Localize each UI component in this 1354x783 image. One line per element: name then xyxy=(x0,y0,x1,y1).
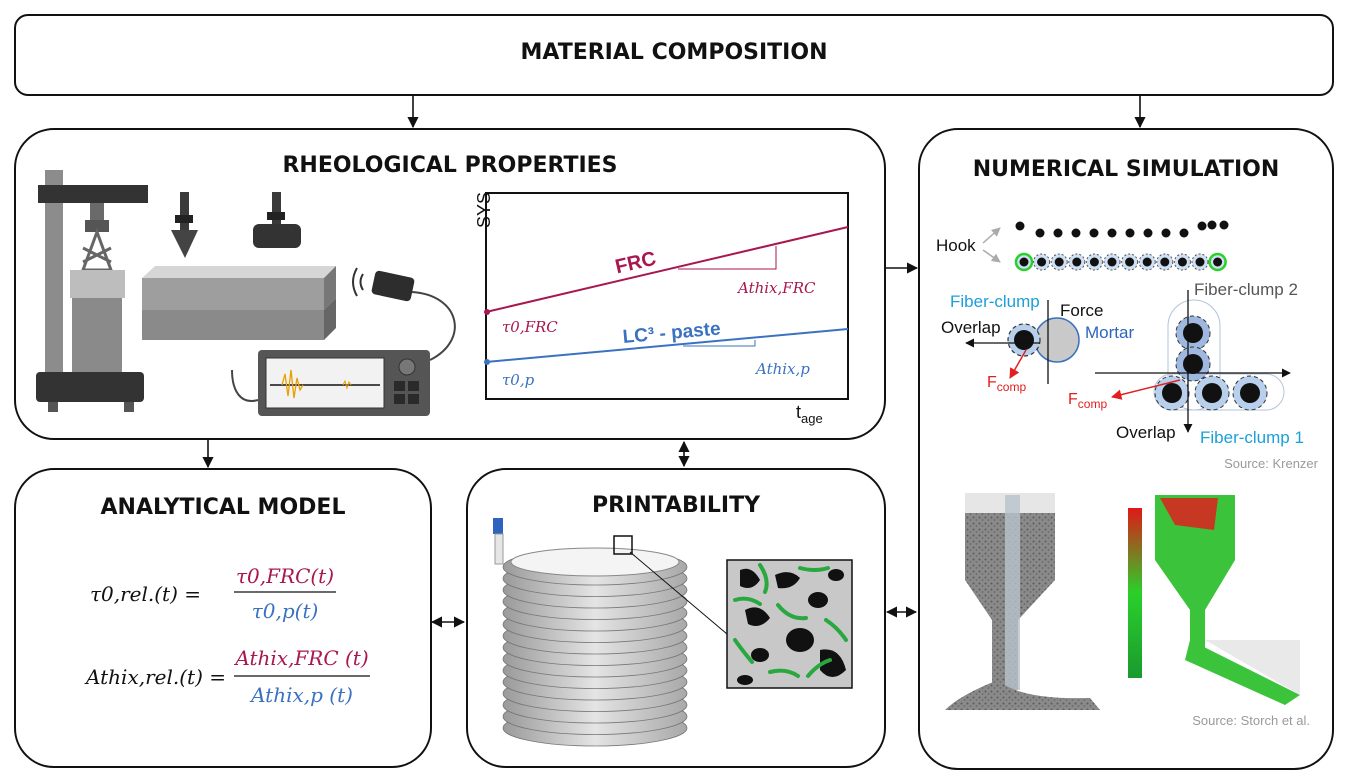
silo-colormap-render xyxy=(1128,495,1300,705)
eq2-numerator: Athix,FRC (t) xyxy=(233,646,368,670)
overlap-label-left: Overlap xyxy=(941,318,1001,337)
fiber-node xyxy=(1142,257,1152,267)
sys-chart-frame xyxy=(485,192,849,400)
fiber-node xyxy=(1072,257,1082,267)
simulation-labels: Hook Fiber-clump Force Mortar Overlap Fc… xyxy=(936,236,1319,728)
fiber-node xyxy=(1160,257,1170,267)
eq2-denominator: Athix,p (t) xyxy=(249,683,353,707)
probe-icons xyxy=(171,192,301,258)
material-composition-box xyxy=(14,14,1334,96)
eq2-lhs: Athix,rel.(t) = xyxy=(84,665,226,689)
fiber-node xyxy=(1054,257,1064,267)
analytical-model-box xyxy=(14,468,432,768)
fiber-node xyxy=(1035,228,1045,238)
force-label: Force xyxy=(1060,301,1103,320)
fiber-clump-contact-right xyxy=(1095,290,1291,433)
source-storch: Source: Storch et al. xyxy=(1192,713,1310,728)
f-comp-label-left: Fcomp xyxy=(987,374,1026,394)
hook-fiber-diagram xyxy=(1014,220,1229,272)
cross-section-detail xyxy=(726,559,853,689)
fiber-node xyxy=(1213,257,1223,267)
mortar-particle xyxy=(1034,317,1080,363)
eq1-lhs: τ0,rel.(t) = xyxy=(90,582,201,606)
analytical-model-title: ANALYTICAL MODEL xyxy=(100,495,346,520)
fiber-clump-label: Fiber-clump xyxy=(950,292,1040,311)
analytical-equations: τ0,rel.(t) = τ0,FRC(t) τ0,p(t) Athix,rel… xyxy=(84,564,370,707)
connector-arrows xyxy=(202,96,1146,628)
fiber-node xyxy=(1177,257,1187,267)
fiber-node xyxy=(1089,257,1099,267)
zoom-line xyxy=(629,551,728,635)
frc-tau-label: τ0,FRC xyxy=(502,318,558,336)
fiber-node xyxy=(1179,228,1189,238)
fiber-node xyxy=(1219,220,1229,230)
sys-x-label: tage xyxy=(796,402,823,426)
fiber-node xyxy=(1107,257,1117,267)
fiber-node xyxy=(1125,257,1135,267)
fiber-node xyxy=(1195,257,1205,267)
f-comp-label-right: Fcomp xyxy=(1068,391,1107,411)
fiber-node xyxy=(1037,257,1047,267)
cylinder-top-inner xyxy=(510,547,680,577)
frc-start-point xyxy=(484,309,490,315)
hook-label: Hook xyxy=(936,236,976,255)
sys-chart-labels: SYS tage FRC LC³ - paste τ0,FRC τ0,p Ath… xyxy=(474,192,823,426)
sys-chart xyxy=(484,192,849,400)
zoom-selection-box xyxy=(613,535,633,555)
overlap-label-right: Overlap xyxy=(1116,423,1176,442)
fiber-clump-1-label: Fiber-clump 1 xyxy=(1200,428,1304,447)
printability-title: PRINTABILITY xyxy=(591,493,761,518)
eq1-denominator: τ0,p(t) xyxy=(252,599,319,623)
silo-simulation-render xyxy=(945,493,1100,710)
mortar-label: Mortar xyxy=(1085,323,1134,342)
fiber-node xyxy=(1143,228,1153,238)
ultrasonic-device xyxy=(231,267,456,416)
test-block xyxy=(142,266,336,340)
printed-cylinder xyxy=(493,518,688,747)
sys-y-label: SYS xyxy=(474,192,494,228)
fiber-node xyxy=(1071,228,1081,238)
fiber-node xyxy=(1107,228,1117,238)
nozzle xyxy=(493,518,503,534)
fiber-node xyxy=(1197,221,1207,231)
hook-arrow-up xyxy=(982,227,1001,244)
eq1-numerator: τ0,FRC(t) xyxy=(236,564,334,588)
fiber-core xyxy=(1014,330,1034,350)
paste-line xyxy=(485,328,849,363)
fiber-node xyxy=(1207,220,1217,230)
paste-start-point xyxy=(484,359,490,365)
colormap-bar xyxy=(1128,508,1142,678)
rheometer-illustration xyxy=(36,170,148,412)
fiber-node xyxy=(1053,228,1063,238)
frc-athix-label: Athix,FRC xyxy=(736,279,816,297)
source-krenzer: Source: Krenzer xyxy=(1224,456,1319,471)
fiber-clump-2-label: Fiber-clump 2 xyxy=(1194,280,1298,299)
frc-line xyxy=(485,226,849,313)
fiber-node xyxy=(1125,228,1135,238)
paste-athix-label: Athix,p xyxy=(754,360,810,378)
frc-slope-triangle xyxy=(678,246,777,270)
paste-tau-label: τ0,p xyxy=(502,371,535,389)
material-composition-title: MATERIAL COMPOSITION xyxy=(520,40,828,65)
numerical-simulation-title: NUMERICAL SIMULATION xyxy=(972,157,1280,182)
fiber-node xyxy=(1089,228,1099,238)
fiber-clump-contact-left xyxy=(965,300,1080,384)
paste-slope-triangle xyxy=(683,340,756,347)
rheological-properties-title: RHEOLOGICAL PROPERTIES xyxy=(282,153,618,178)
hook-arrow-down xyxy=(982,249,1001,263)
fiber-node xyxy=(1019,257,1029,267)
fiber-node xyxy=(1015,221,1025,231)
fiber-node xyxy=(1161,228,1171,238)
